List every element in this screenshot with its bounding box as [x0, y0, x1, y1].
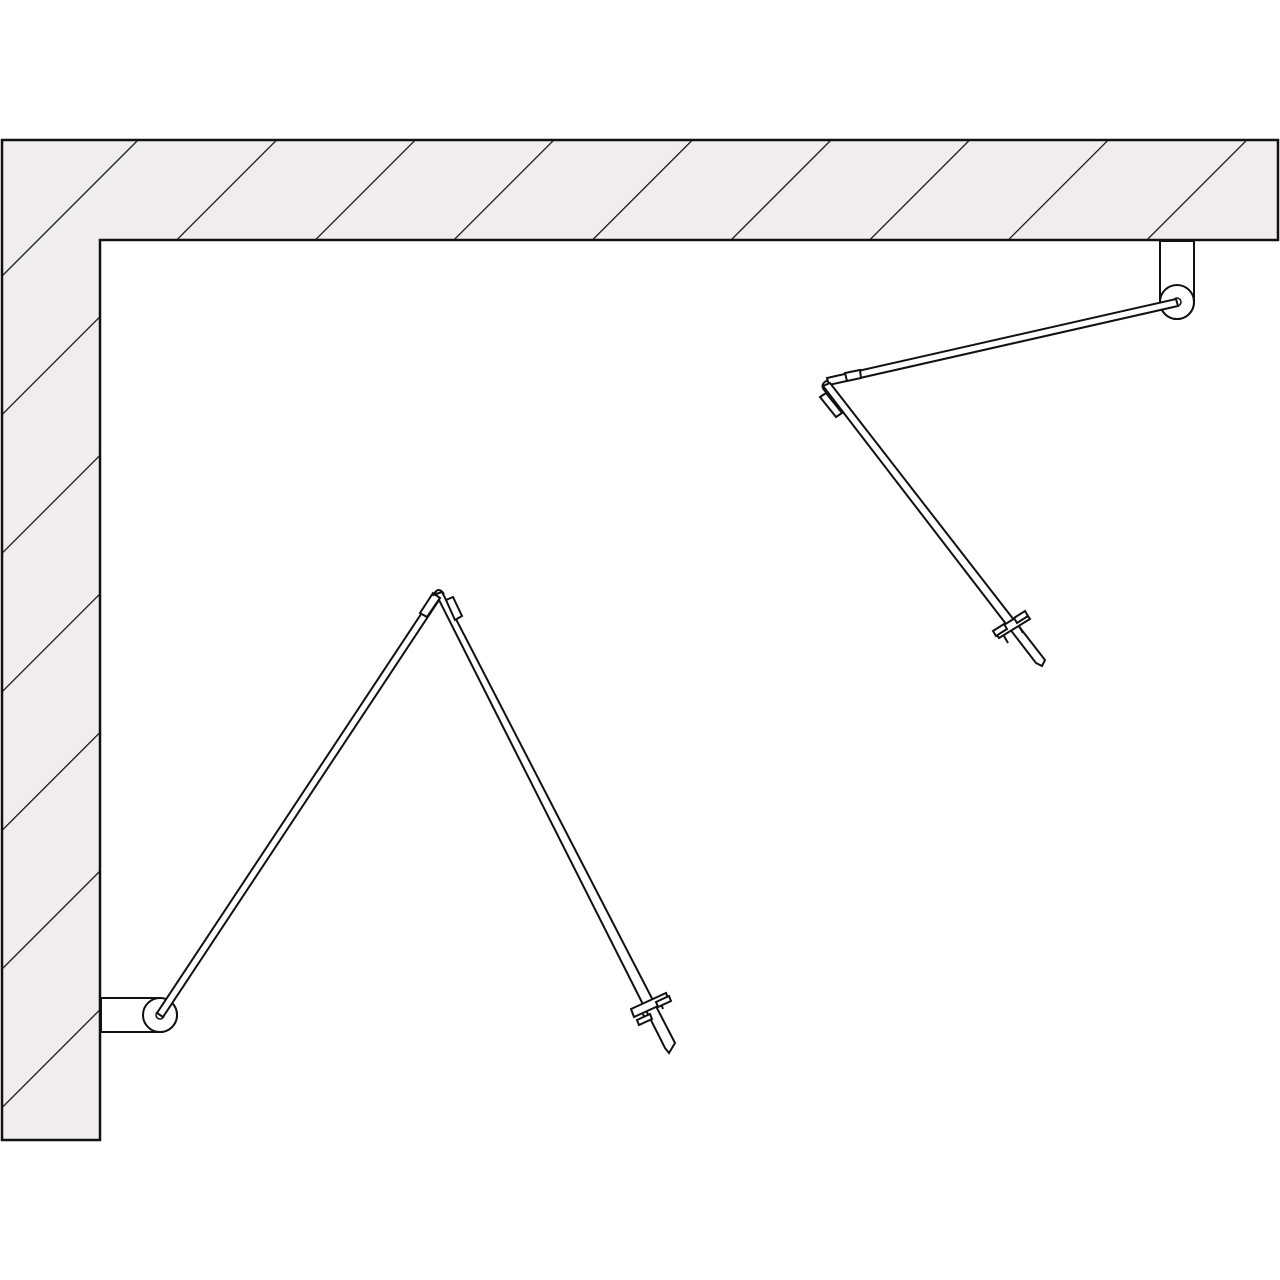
fold-joint-right — [821, 379, 829, 393]
folding-door-left — [155, 589, 677, 1055]
door-panel-left-1 — [155, 591, 443, 1019]
fold-joint-left — [432, 589, 445, 597]
fold-clip-right-a — [843, 368, 863, 383]
fold-clip-left-a — [418, 591, 442, 619]
door-handle-right — [991, 609, 1032, 644]
wall-outline — [0, 138, 1280, 1142]
folding-door-right — [818, 297, 1180, 668]
door-panel-left-2 — [434, 590, 677, 1055]
door-panel-right-1 — [825, 297, 1180, 387]
door-panel-right-2 — [821, 381, 1047, 668]
door-handle-left — [629, 991, 673, 1027]
fold-clip-left-b — [444, 595, 464, 622]
wall-hinge-right — [1159, 240, 1195, 320]
fold-clip-right-b — [818, 391, 844, 419]
